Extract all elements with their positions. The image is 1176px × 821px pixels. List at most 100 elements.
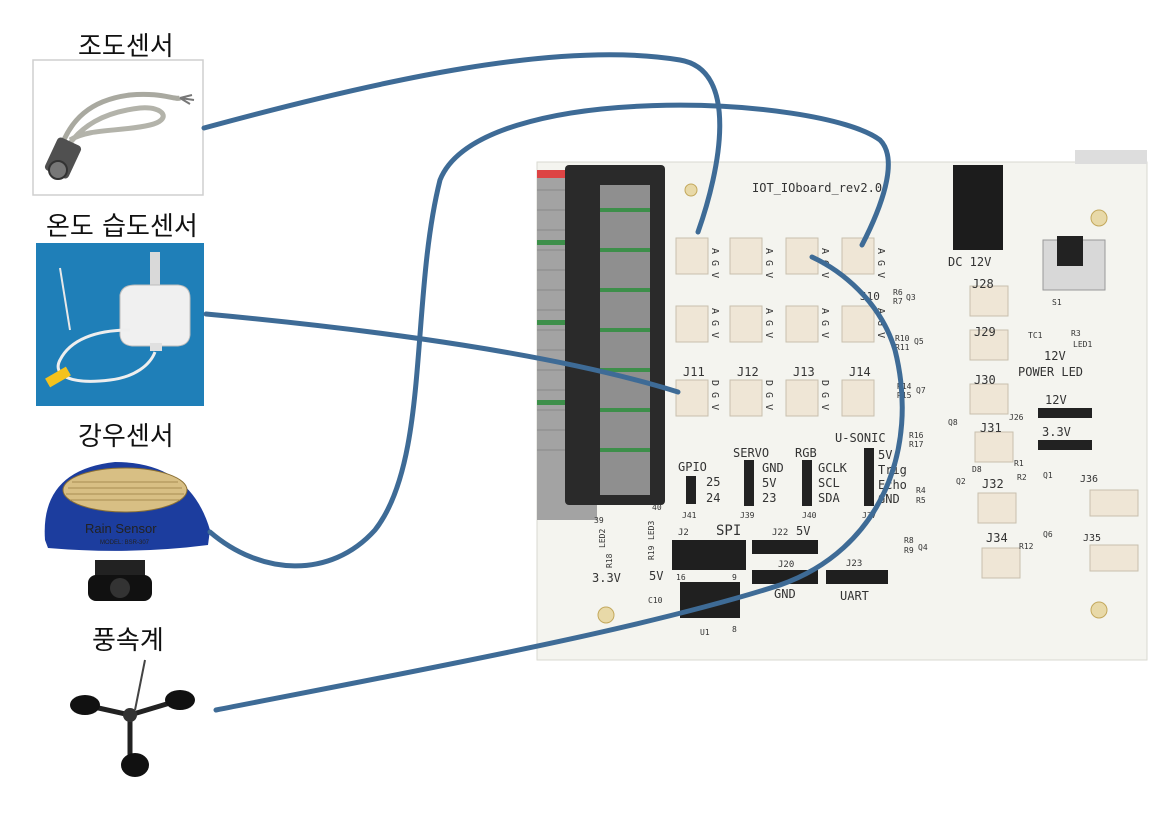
board-title: IOT_IOboard_rev2.0 xyxy=(752,181,882,195)
d8-ref: D8 xyxy=(972,465,982,474)
q7-ref: Q7 xyxy=(916,386,926,395)
wire-light-sensor xyxy=(201,52,723,235)
q2-ref: Q2 xyxy=(956,477,966,486)
r6-ref: R6 xyxy=(893,288,903,297)
pin-8: 8 xyxy=(732,625,737,634)
wire-rain-sensor xyxy=(207,102,891,569)
usonic-title: U-SONIC xyxy=(835,431,886,445)
r19-ref: R19 xyxy=(647,545,656,560)
connector-row-2: A G V A G V A G V A G V J10 xyxy=(675,290,886,343)
conn-ref-j28: J28 xyxy=(972,277,994,291)
switch-ref: S1 xyxy=(1052,298,1062,307)
temp-humidity-sensor-icon xyxy=(36,243,204,406)
power-led-label: POWER LED xyxy=(1018,365,1083,379)
conn-pins-r1-2: A G V xyxy=(763,248,774,278)
conn-ref-j29: J29 xyxy=(974,325,996,339)
r5-ref: R5 xyxy=(916,496,926,505)
conn-ref-j31: J31 xyxy=(980,421,1002,435)
header-12v-label: 12V xyxy=(1045,393,1067,407)
conn-ref-j13: J13 xyxy=(793,365,815,379)
u1-ref: U1 xyxy=(700,628,710,637)
header-33v-label: 3.3V xyxy=(1042,425,1071,439)
servo-pin-23: 23 xyxy=(762,491,776,505)
dc-jack xyxy=(953,165,1003,250)
usonic-pin-echo: Echo xyxy=(878,478,907,492)
led3-ref: LED3 xyxy=(647,521,656,540)
q8-ref: Q8 xyxy=(948,418,958,427)
conn-ref-j34: J34 xyxy=(986,531,1008,545)
j22-ref: J22 xyxy=(772,528,788,538)
pin-9: 9 xyxy=(732,573,737,582)
j26-ref: J26 xyxy=(1009,413,1024,422)
r7-ref: R7 xyxy=(893,297,903,306)
rain-sensor-brand: Rain Sensor xyxy=(85,521,157,536)
conn-ref-j32: J32 xyxy=(982,477,1004,491)
light-sensor-label: 조도센서 xyxy=(78,32,174,62)
power-led-12v: 12V xyxy=(1044,349,1066,363)
conn-pins-r1-1: A G V xyxy=(709,248,720,278)
gpio-title: GPIO xyxy=(678,460,707,474)
connector-row-3: J11 J12 J13 J14 D G V D G V D G V xyxy=(675,365,875,417)
light-sensor-cable-icon xyxy=(32,59,204,196)
rgb-pin-gclk: GCLK xyxy=(818,461,848,475)
j20-label: GND xyxy=(774,587,796,601)
conn-ref-j14: J14 xyxy=(849,365,871,379)
spi-title: SPI xyxy=(716,523,741,539)
rain-sensor-icon: Rain Sensor MODEL: BSR-307 xyxy=(44,462,210,601)
conn-pins-r3-2: D G V xyxy=(763,380,774,410)
r1-ref: R1 xyxy=(1014,459,1024,468)
q3-ref: Q3 xyxy=(906,293,916,302)
temp-humidity-sensor-label: 온도 습도센서 xyxy=(46,212,198,242)
dc-label: DC 12V xyxy=(948,255,991,269)
j23-ref: J23 xyxy=(846,559,862,569)
rgb-ref: J40 xyxy=(802,511,817,520)
usonic-pin-5v: 5V xyxy=(878,448,892,462)
r16-ref: R16 xyxy=(909,431,924,440)
rain-sensor-label: 강우센서 xyxy=(78,422,174,452)
r3-ref: R3 xyxy=(1071,329,1081,338)
r4-ref: R4 xyxy=(916,486,926,495)
r9-ref: R9 xyxy=(904,546,914,555)
j20-ref: J20 xyxy=(778,560,794,570)
servo-pin-gnd: GND xyxy=(762,461,784,475)
label-3v3: 3.3V xyxy=(592,571,621,585)
right-connectors: J28 J29 J30 J31 J32 J34 J36 J35 xyxy=(969,277,1139,579)
wires xyxy=(201,52,905,713)
conn-pins-r2-3: A G V xyxy=(819,308,830,338)
rgb-pin-scl: SCL xyxy=(818,476,840,490)
connector-row-1: A G V A G V A G V A G V xyxy=(675,237,886,278)
servo-ref: J39 xyxy=(740,511,755,520)
conn-ref-j12: J12 xyxy=(737,365,759,379)
pin-39: 39 xyxy=(594,516,604,525)
wire-temp-humidity-sensor xyxy=(203,311,681,395)
r10-ref: R10 xyxy=(895,334,910,343)
j22-label: 5V xyxy=(796,524,810,538)
r2-ref: R2 xyxy=(1017,473,1027,482)
q1-ref: Q1 xyxy=(1043,471,1053,480)
r18-ref: R18 xyxy=(605,553,614,568)
conn-ref-j36: J36 xyxy=(1080,474,1098,485)
tc1-ref: TC1 xyxy=(1028,331,1043,340)
rgb-title: RGB xyxy=(795,446,817,460)
conn-pins-r3-3: D G V xyxy=(819,380,830,410)
conn-pins-r2-4: A G V xyxy=(875,308,886,338)
gpio-pin-25: 25 xyxy=(706,475,720,489)
conn-pins-r3-1: D G V xyxy=(709,380,720,410)
led2-ref: LED2 xyxy=(598,529,607,548)
r8-ref: R8 xyxy=(904,536,914,545)
r11-ref: R11 xyxy=(895,343,910,352)
pin-40: 40 xyxy=(652,503,662,512)
q6-ref: Q6 xyxy=(1043,530,1053,539)
j23-label: UART xyxy=(840,589,869,603)
rain-sensor-model: MODEL: BSR-307 xyxy=(100,540,150,546)
servo-title: SERVO xyxy=(733,446,769,460)
pin-16: 16 xyxy=(676,573,686,582)
conn-ref-j30: J30 xyxy=(974,373,996,387)
r17-ref: R17 xyxy=(909,440,924,449)
q5-ref: Q5 xyxy=(914,337,924,346)
iot-io-board: IOT_IOboard_rev2.0 DC 12V S1 A G V A G V… xyxy=(536,150,1148,661)
conn-ref-j35: J35 xyxy=(1083,533,1101,544)
spi-ref: J2 xyxy=(678,528,689,538)
anemometer-label: 풍속계 xyxy=(92,626,164,656)
